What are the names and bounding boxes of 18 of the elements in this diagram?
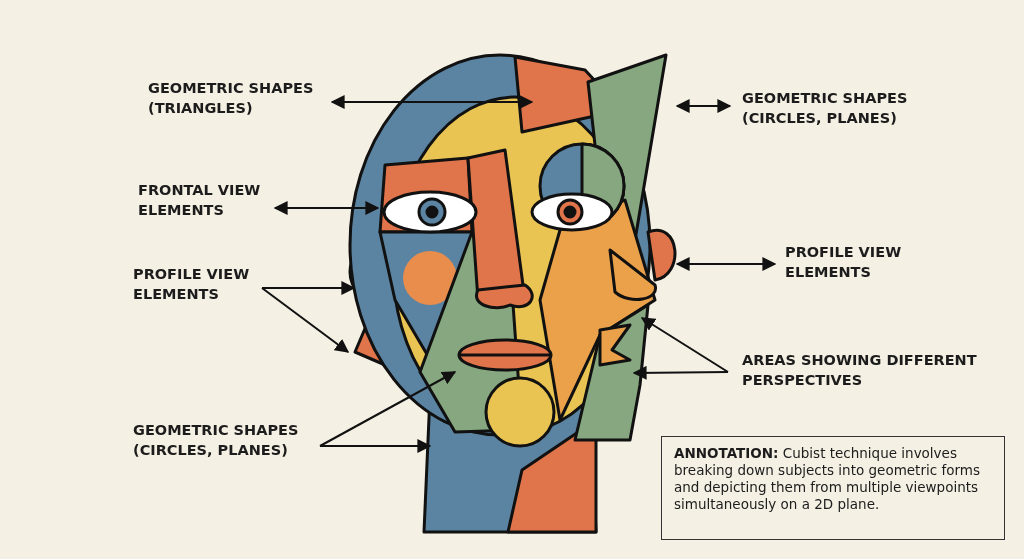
double-arrow bbox=[330, 95, 534, 109]
arrow bbox=[261, 281, 356, 295]
arrow bbox=[319, 439, 432, 453]
callout-label: GEOMETRIC SHAPES (TRIANGLES) bbox=[148, 78, 338, 118]
double-arrow bbox=[675, 99, 732, 113]
arrow bbox=[261, 287, 350, 353]
callout-label: AREAS SHOWING DIFFERENT PERSPECTIVES bbox=[742, 350, 992, 390]
callout-label: FRONTAL VIEW ELEMENTS bbox=[138, 180, 278, 220]
annotation-box: ANNOTATION: Cubist technique involves breaking down subjects into geometric forms and depicting them from multiple viewpoints simultaneously on a 2D plane. bbox=[661, 436, 1005, 540]
callout-label: GEOMETRIC SHAPES (CIRCLES, PLANES) bbox=[742, 88, 982, 128]
double-arrow bbox=[273, 201, 380, 215]
arrow bbox=[319, 371, 457, 447]
double-arrow bbox=[675, 257, 777, 271]
callout-label: PROFILE VIEW ELEMENTS bbox=[133, 264, 263, 304]
arrow bbox=[640, 317, 729, 373]
callout-label: GEOMETRIC SHAPES (CIRCLES, PLANES) bbox=[133, 420, 323, 460]
arrow bbox=[632, 365, 729, 380]
callout-label: PROFILE VIEW ELEMENTS bbox=[785, 242, 925, 282]
